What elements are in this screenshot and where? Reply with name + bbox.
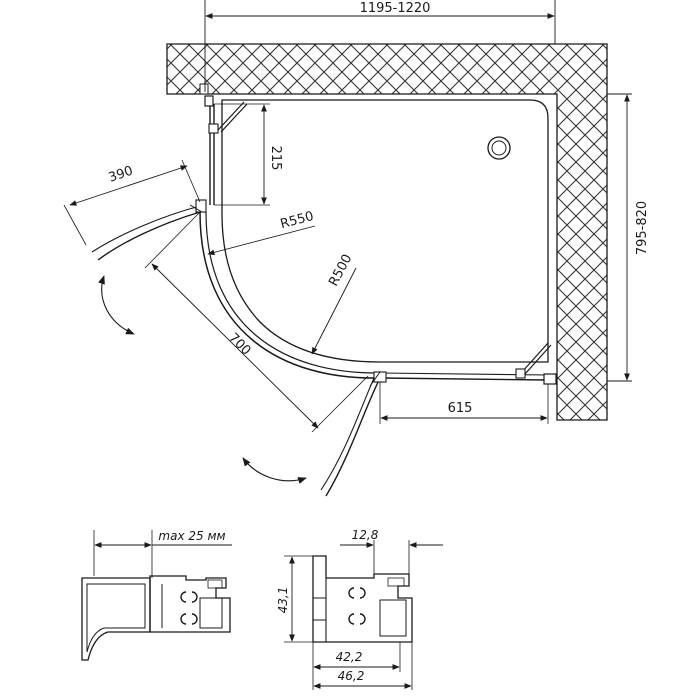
shower-tray xyxy=(221,99,549,363)
drain-outer xyxy=(487,136,511,160)
front-width-label: 615 xyxy=(448,401,473,416)
screw-icon xyxy=(180,613,187,625)
adjust-range-label: max 25 мм xyxy=(158,529,225,543)
right-door-open xyxy=(242,371,387,497)
profile-section-right: 12,8 43,1 42,2 46,2 xyxy=(276,528,443,690)
right-door-hinge xyxy=(373,371,387,383)
wall-profile xyxy=(312,555,413,643)
inner-depth-label: 42,2 xyxy=(336,650,363,664)
enclosure-glass xyxy=(199,95,557,385)
height-label: 43,1 xyxy=(276,587,290,614)
inner-radius-dimension: R500 xyxy=(311,252,357,355)
plan-view: 1195-1220 795-820 xyxy=(63,0,650,497)
fixed-panel-label: 215 xyxy=(268,146,283,171)
left-door-hinge xyxy=(195,199,207,213)
sliding-profile xyxy=(149,575,231,633)
front-width-dimension: 615 xyxy=(379,382,549,424)
fixed-panel-dimension: 215 xyxy=(214,103,283,206)
drain-inner xyxy=(491,140,507,156)
top-stabilizer-bar xyxy=(217,101,245,131)
left-door-swing-arrow xyxy=(98,275,135,335)
overall-depth-dimension: 795-820 xyxy=(607,93,650,382)
diagonal-label: 700 xyxy=(225,330,253,358)
top-wall-bracket xyxy=(204,95,214,107)
overall-width-label: 1195-1220 xyxy=(360,1,431,16)
outer-radius-label: R550 xyxy=(279,209,316,232)
screw-icon xyxy=(348,587,355,599)
top-width-label: 12,8 xyxy=(352,528,379,542)
diagonal-dimension: 700 xyxy=(144,211,369,433)
right-wall-bracket xyxy=(543,373,557,385)
overall-width-dimension: 1195-1220 xyxy=(204,0,556,92)
inner-radius-label: R500 xyxy=(326,252,355,289)
overall-depth-label: 795-820 xyxy=(635,201,650,255)
screw-icon xyxy=(180,591,187,603)
wall-rail xyxy=(81,577,151,661)
right-stabilizer-bar xyxy=(521,342,549,373)
door-width-label: 390 xyxy=(107,164,135,186)
profile-section-left: max 25 мм xyxy=(81,529,232,661)
screw-icon xyxy=(348,613,355,625)
wall-hatching xyxy=(166,43,608,421)
left-door-open: 390 xyxy=(63,159,207,335)
outer-depth-label: 46,2 xyxy=(338,669,365,683)
right-door-swing-arrow xyxy=(242,457,307,484)
